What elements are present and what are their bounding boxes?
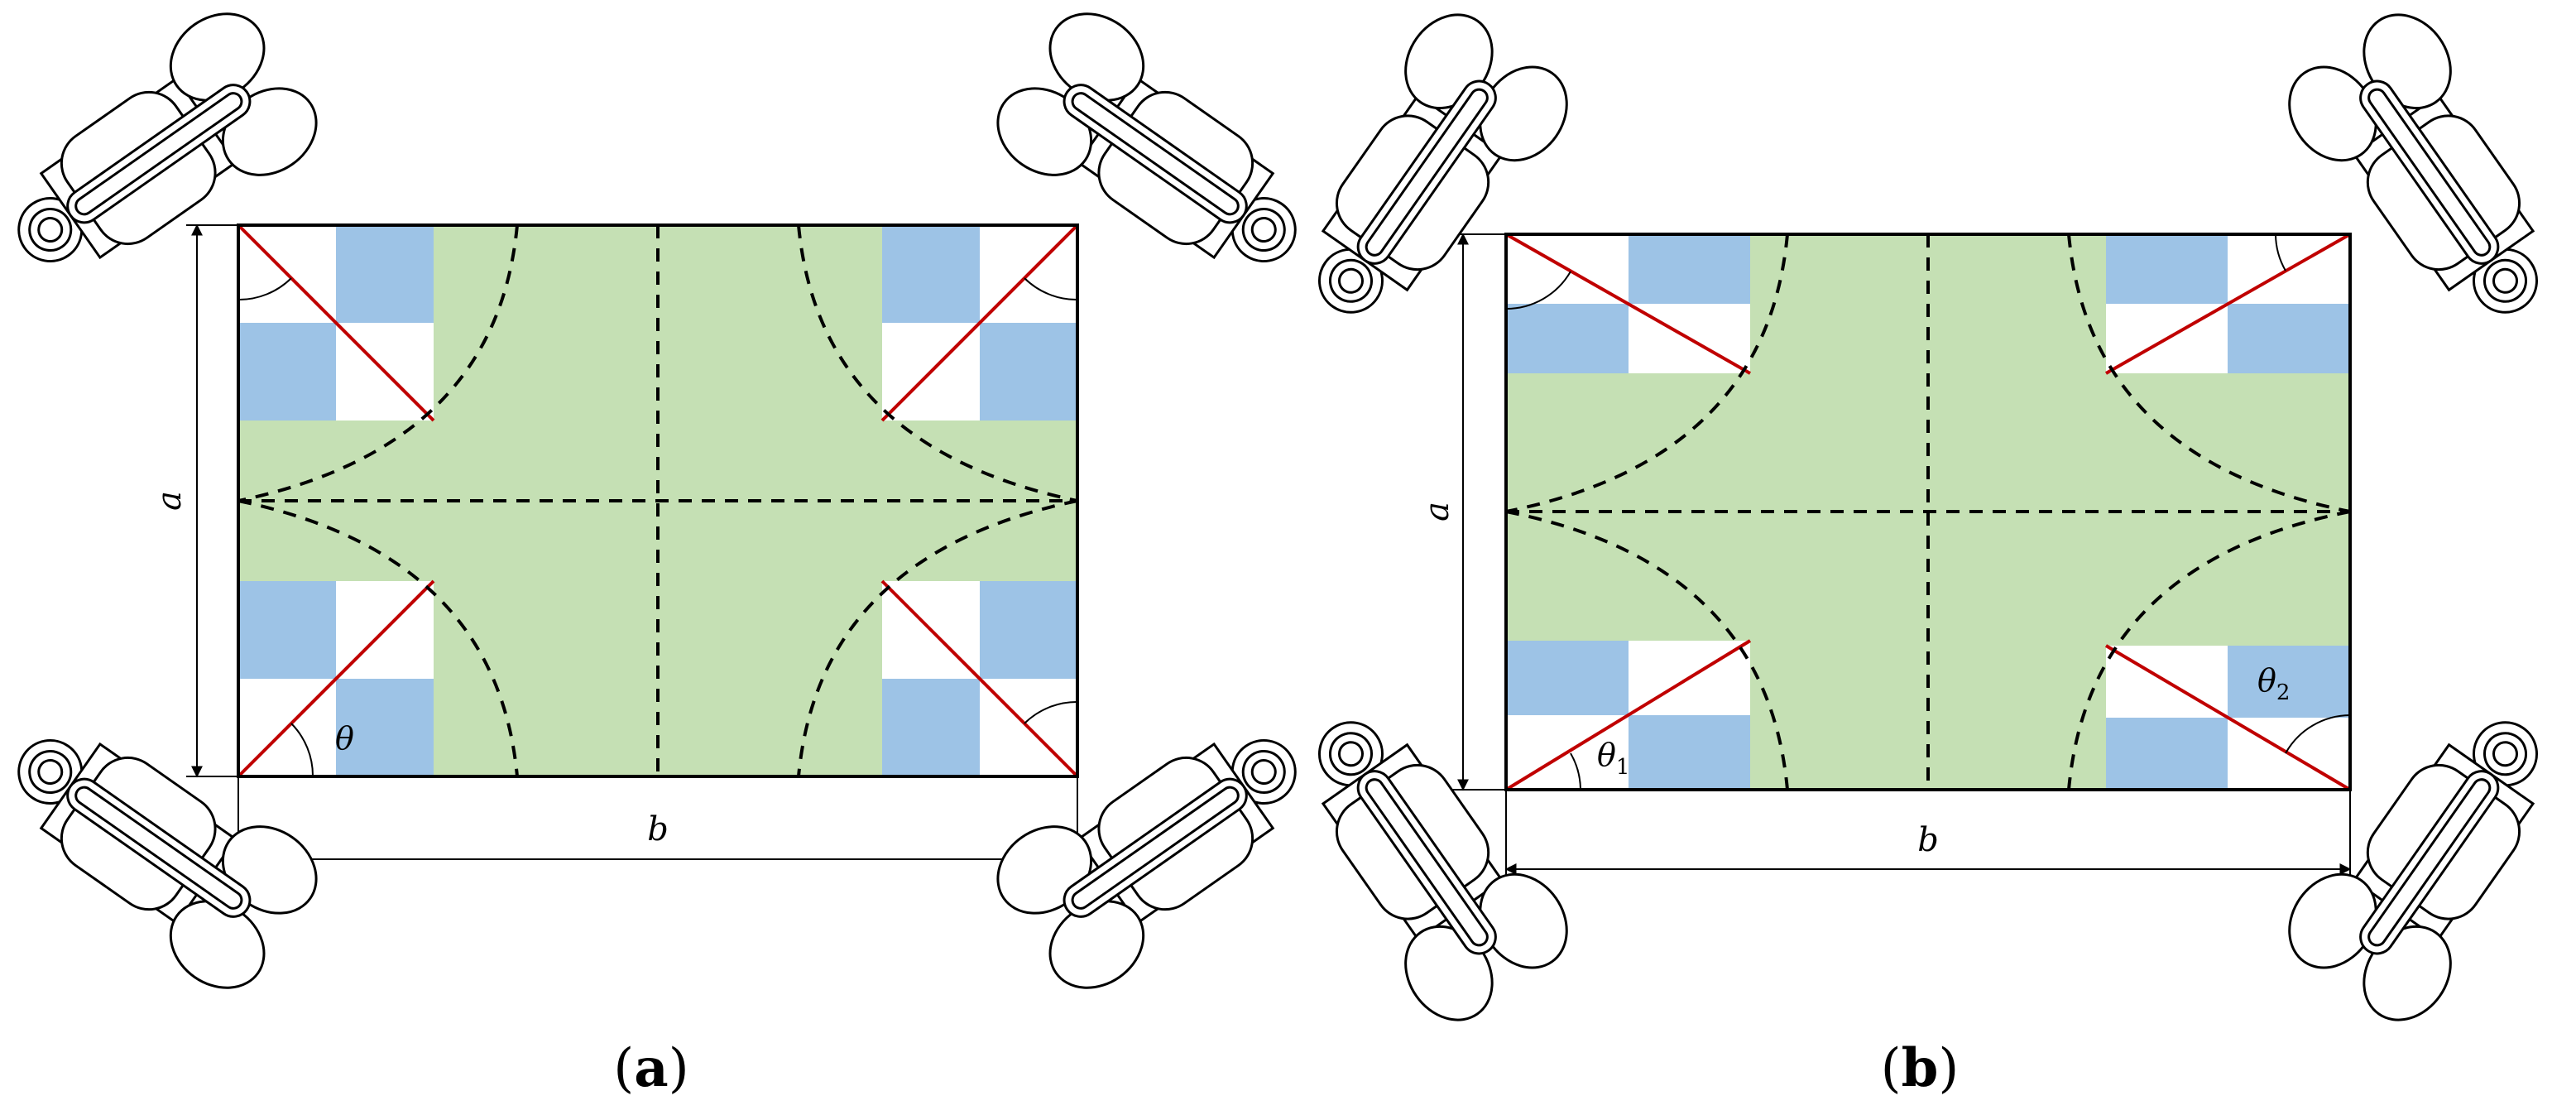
panel-b: a b θ1 θ2 (b)	[1261, 0, 2576, 1099]
panel-a: a b θ (a)	[0, 0, 1340, 1099]
dashed-guides-a	[237, 224, 1078, 777]
angle-theta1-label: θ1	[1597, 737, 1629, 780]
angle-theta-label: θ	[335, 720, 354, 757]
dimension-a-label: a	[1418, 502, 1456, 521]
platform-frame-b	[1504, 233, 2352, 791]
platform-frame-a	[237, 223, 1079, 778]
caption-b: (b)	[1881, 1037, 1960, 1099]
angle-arcs-b	[1505, 233, 2351, 791]
caption-a: (a)	[613, 1037, 688, 1099]
dimension-a-label: a	[151, 491, 189, 511]
angle-arcs-a	[237, 277, 1078, 777]
angle-theta2-label: θ2	[2257, 662, 2290, 705]
red-diagonals-b	[1504, 233, 2352, 791]
red-diagonals-a	[237, 223, 1079, 778]
dashed-guides-b	[1505, 233, 2351, 791]
dimension-b-label: b	[1917, 821, 1939, 859]
dimension-b-label: b	[647, 810, 669, 848]
